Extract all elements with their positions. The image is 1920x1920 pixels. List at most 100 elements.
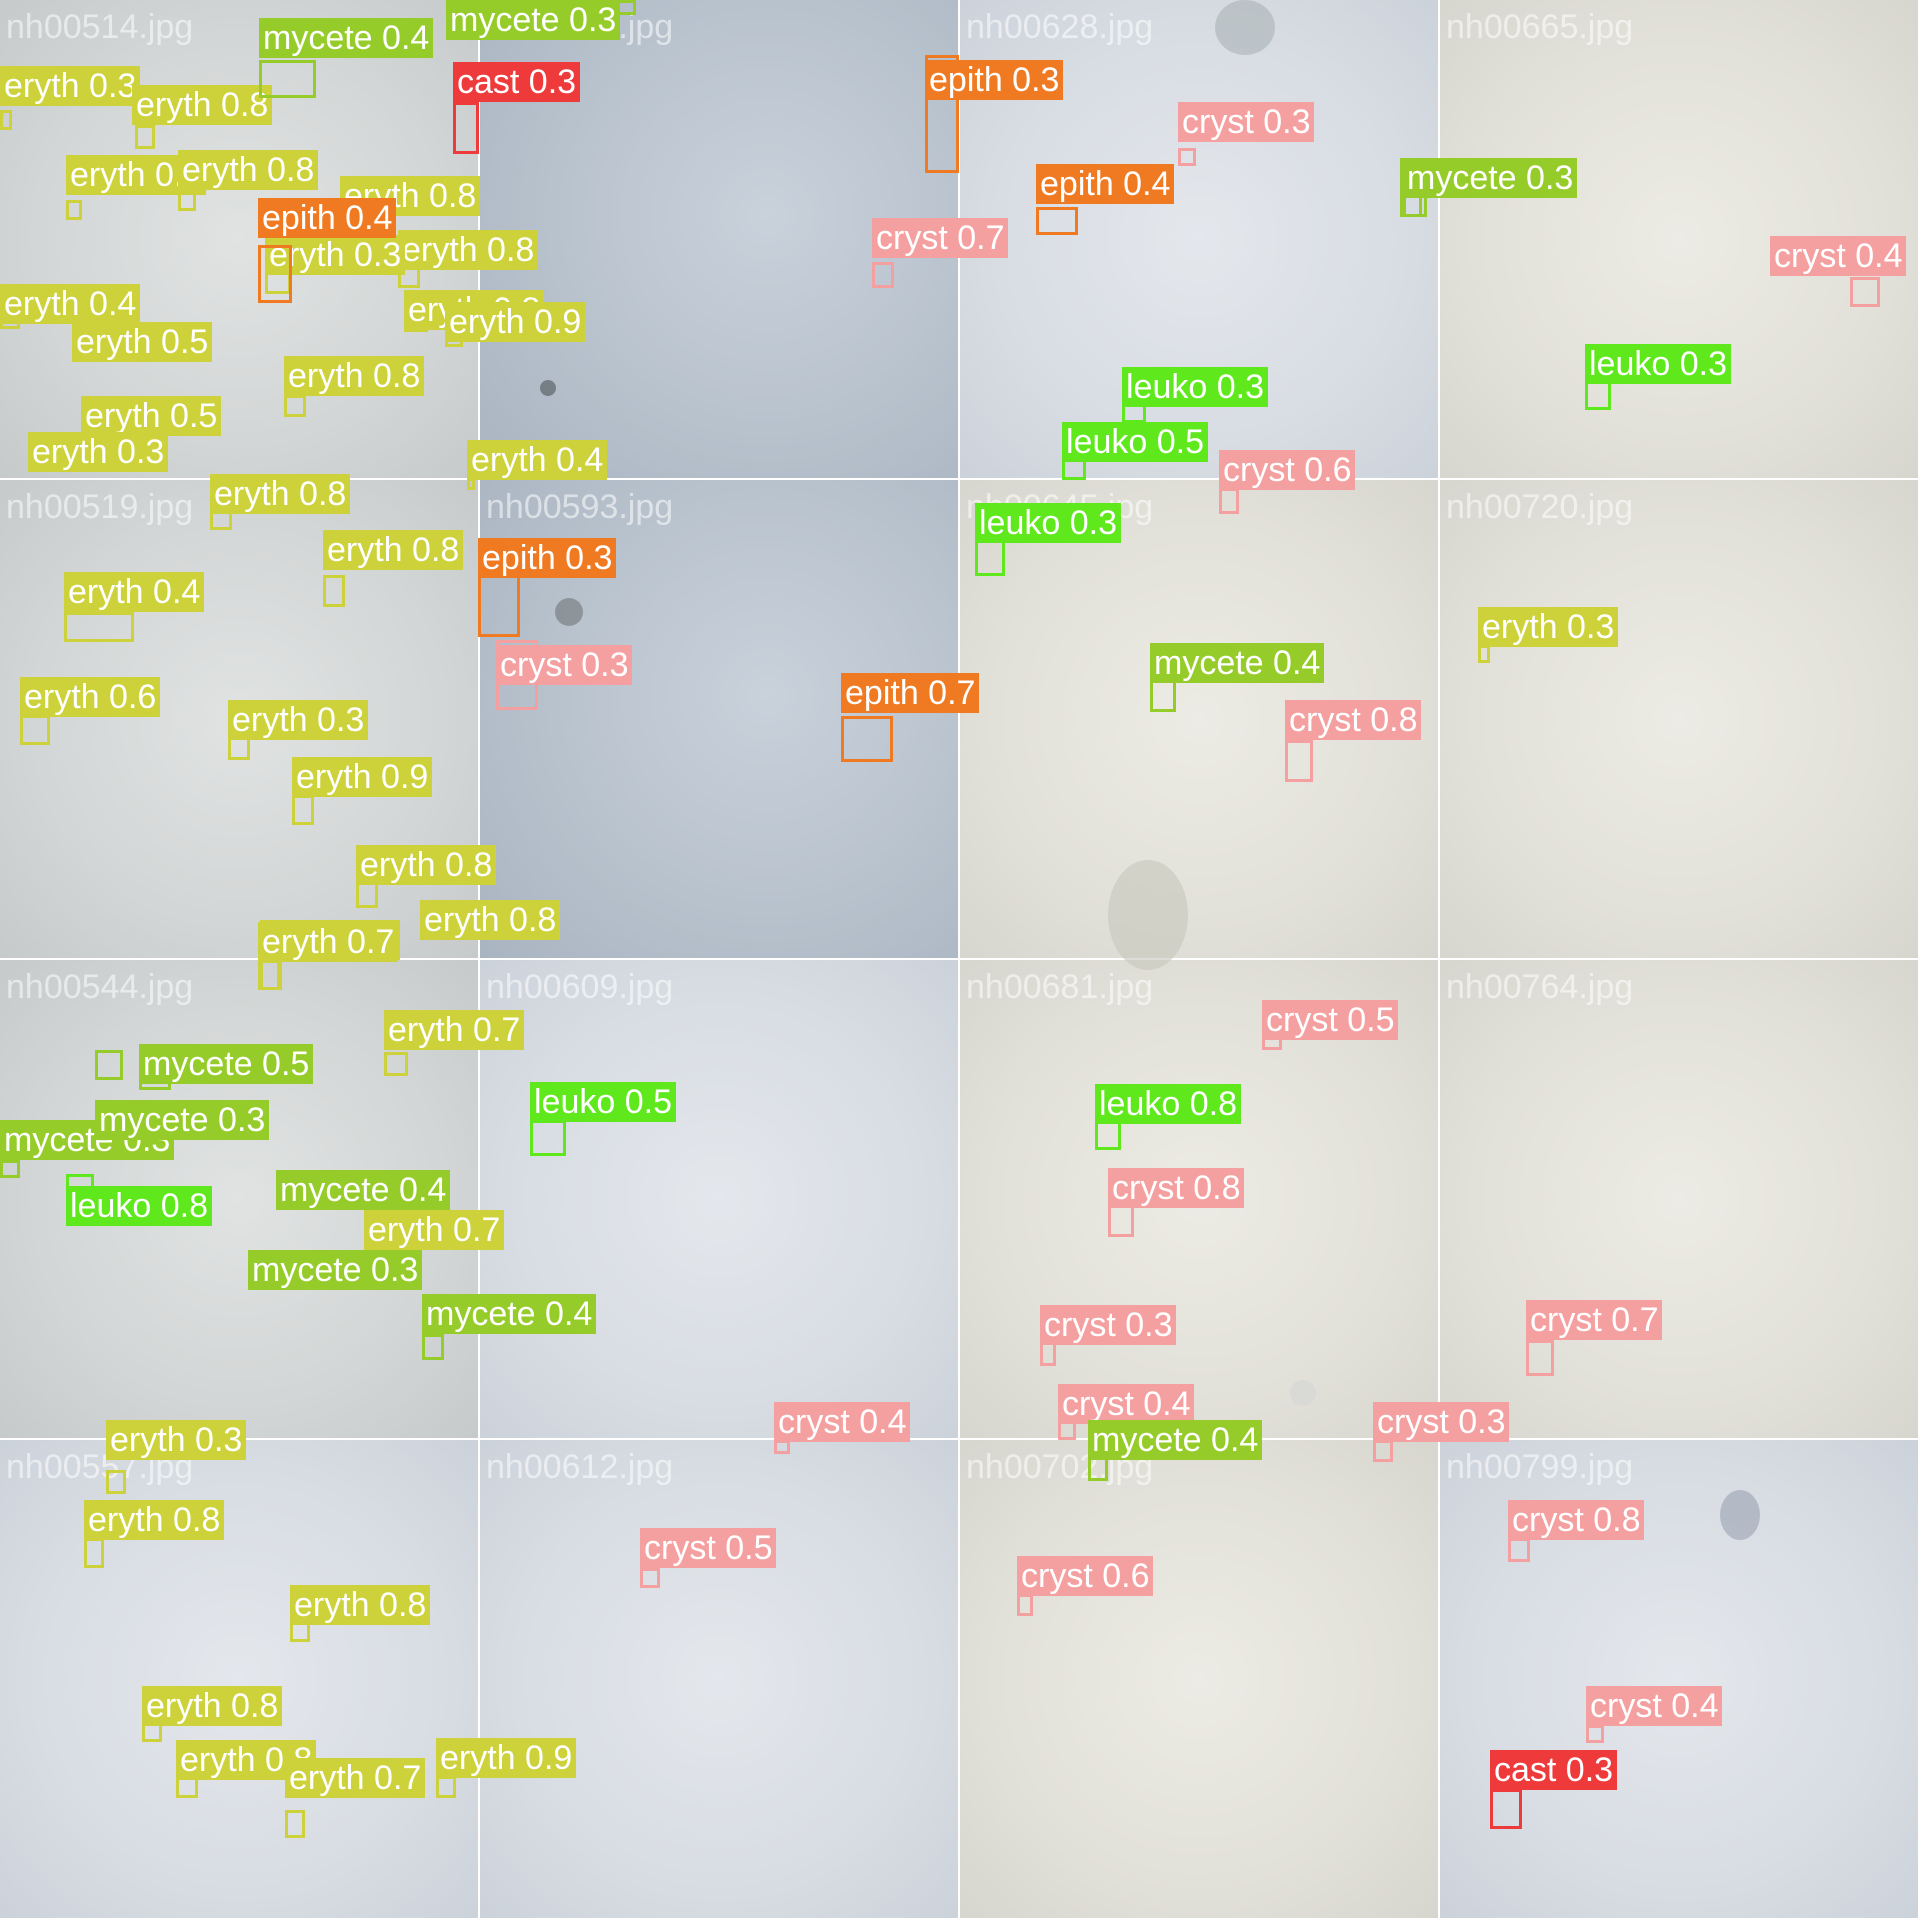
detection-box-cryst	[1586, 1725, 1604, 1743]
detection-label: cryst 0.6	[1219, 450, 1356, 490]
detection-label: eryth 0.4	[467, 440, 608, 480]
tile-filename: nh00544.jpg	[6, 968, 194, 1006]
detection-label: eryth 0.7	[258, 922, 399, 962]
detection-label: cryst 0.7	[1526, 1300, 1663, 1340]
detection-box-eryth	[178, 189, 196, 211]
detection-label: leuko 0.3	[1122, 367, 1268, 407]
detection-label: epith 0.7	[841, 673, 980, 713]
detection-label: eryth 0.5	[72, 322, 213, 362]
specimen-blob	[1720, 1490, 1760, 1540]
detection-label: epith 0.4	[1036, 164, 1175, 204]
image-tile: nh00720.jpg	[1440, 480, 1918, 958]
detection-label: cryst 0.5	[1262, 1000, 1399, 1040]
detection-label: eryth 0.9	[436, 1738, 577, 1778]
detection-box-eryth	[135, 125, 155, 149]
detection-label: leuko 0.5	[1062, 422, 1208, 462]
detection-box-eryth	[66, 200, 82, 220]
image-tile: nh00612.jpg	[480, 1440, 958, 1918]
detection-label: eryth 0.7	[384, 1010, 525, 1050]
detection-label: eryth 0.8	[356, 845, 497, 885]
tile-filename: nh00628.jpg	[966, 8, 1154, 46]
detection-label: eryth 0.4	[64, 572, 205, 612]
detection-label: cryst 0.3	[496, 645, 633, 685]
detection-label: cast 0.3	[453, 62, 581, 102]
detection-box-cryst	[1508, 1538, 1530, 1562]
tile-filename: nh00514.jpg	[6, 8, 194, 46]
detection-box-mycete	[259, 60, 316, 98]
detection-label: eryth 0.8	[284, 356, 425, 396]
detection-box-epith	[258, 245, 292, 303]
detection-box-eryth	[258, 960, 280, 990]
detection-label: leuko 0.8	[66, 1186, 212, 1226]
detection-box-eryth	[64, 612, 134, 642]
image-tile: nh00609.jpg	[480, 960, 958, 1438]
detection-label: eryth 0.9	[292, 757, 433, 797]
detection-label: cryst 0.4	[774, 1402, 911, 1442]
detection-label: cryst 0.8	[1508, 1500, 1645, 1540]
detection-box-eryth	[292, 795, 314, 825]
tile-filename: nh00612.jpg	[486, 1448, 674, 1486]
detection-label: cryst 0.8	[1285, 700, 1422, 740]
detection-label: cryst 0.4	[1770, 236, 1907, 276]
detection-box-epith	[925, 55, 959, 173]
detection-box-eryth	[384, 1052, 408, 1076]
detection-box-eryth	[20, 715, 50, 745]
tile-filename: nh00681.jpg	[966, 968, 1154, 1006]
detection-label: eryth 0.9	[445, 302, 586, 342]
detection-box-cryst	[1850, 277, 1880, 307]
tile-filename: nh00764.jpg	[1446, 968, 1634, 1006]
detection-label: cryst 0.8	[1108, 1168, 1245, 1208]
detection-label: eryth 0.8	[84, 1500, 225, 1540]
detection-box-cryst	[1526, 1340, 1554, 1376]
detection-box-cast	[453, 102, 479, 154]
detection-box-epith	[478, 575, 520, 637]
detection-label: eryth 0.3	[228, 700, 369, 740]
tile-filename: nh00593.jpg	[486, 488, 674, 526]
detection-box-mycete	[422, 1334, 444, 1360]
detection-box-eryth	[0, 110, 12, 130]
detection-label: mycete 0.4	[422, 1294, 597, 1334]
specimen-blob	[555, 598, 583, 626]
detection-box-mycete	[95, 1050, 123, 1080]
detection-label: eryth 0.8	[142, 1686, 283, 1726]
detection-box-cryst	[1219, 488, 1239, 514]
detection-label: mycete 0.3	[248, 1250, 423, 1290]
detection-box-eryth	[1478, 645, 1490, 663]
detection-label: eryth 0.3	[106, 1420, 247, 1460]
detection-label: eryth 0.7	[364, 1210, 505, 1250]
detection-label: eryth 0.8	[290, 1585, 431, 1625]
detection-label: epith 0.3	[925, 60, 1064, 100]
detection-label: eryth 0.8	[398, 230, 539, 270]
detection-label: eryth 0.5	[81, 396, 222, 436]
detection-label: cryst 0.5	[640, 1528, 777, 1568]
detection-box-leuko	[1585, 380, 1611, 410]
detection-label: mycete 0.4	[1150, 643, 1325, 683]
tile-filename: nh00720.jpg	[1446, 488, 1634, 526]
detection-label: eryth 0.3	[28, 432, 169, 472]
tile-filename: nh00799.jpg	[1446, 1448, 1634, 1486]
detection-label: mycete 0.3	[446, 0, 621, 40]
tile-filename: nh00519.jpg	[6, 488, 194, 526]
specimen-blob	[540, 380, 556, 396]
detection-label: eryth 0.8	[323, 530, 464, 570]
tile-filename: nh00609.jpg	[486, 968, 674, 1006]
detection-label: mycete 0.3	[1403, 158, 1578, 198]
image-tile: nh00764.jpg	[1440, 960, 1918, 1438]
detection-box-cryst	[1373, 1440, 1393, 1462]
detection-box-eryth	[284, 395, 306, 417]
detection-box-cryst	[1108, 1205, 1134, 1237]
detection-label: mycete 0.4	[276, 1170, 451, 1210]
detection-box-eryth	[106, 1470, 126, 1494]
detection-label: eryth 0.8	[210, 474, 351, 514]
detection-box-eryth	[285, 1810, 305, 1838]
detection-box-epith	[841, 716, 893, 762]
detection-label: leuko 0.5	[530, 1082, 676, 1122]
detection-label: eryth 0.6	[20, 677, 161, 717]
detection-label: cryst 0.4	[1058, 1384, 1195, 1424]
detection-box-cryst	[1017, 1594, 1033, 1616]
detection-box-cryst	[1178, 148, 1196, 166]
detection-box-eryth	[323, 575, 345, 607]
detection-box-cryst	[774, 1440, 790, 1454]
detection-box-cryst	[872, 262, 894, 288]
detection-box-leuko	[530, 1120, 566, 1156]
